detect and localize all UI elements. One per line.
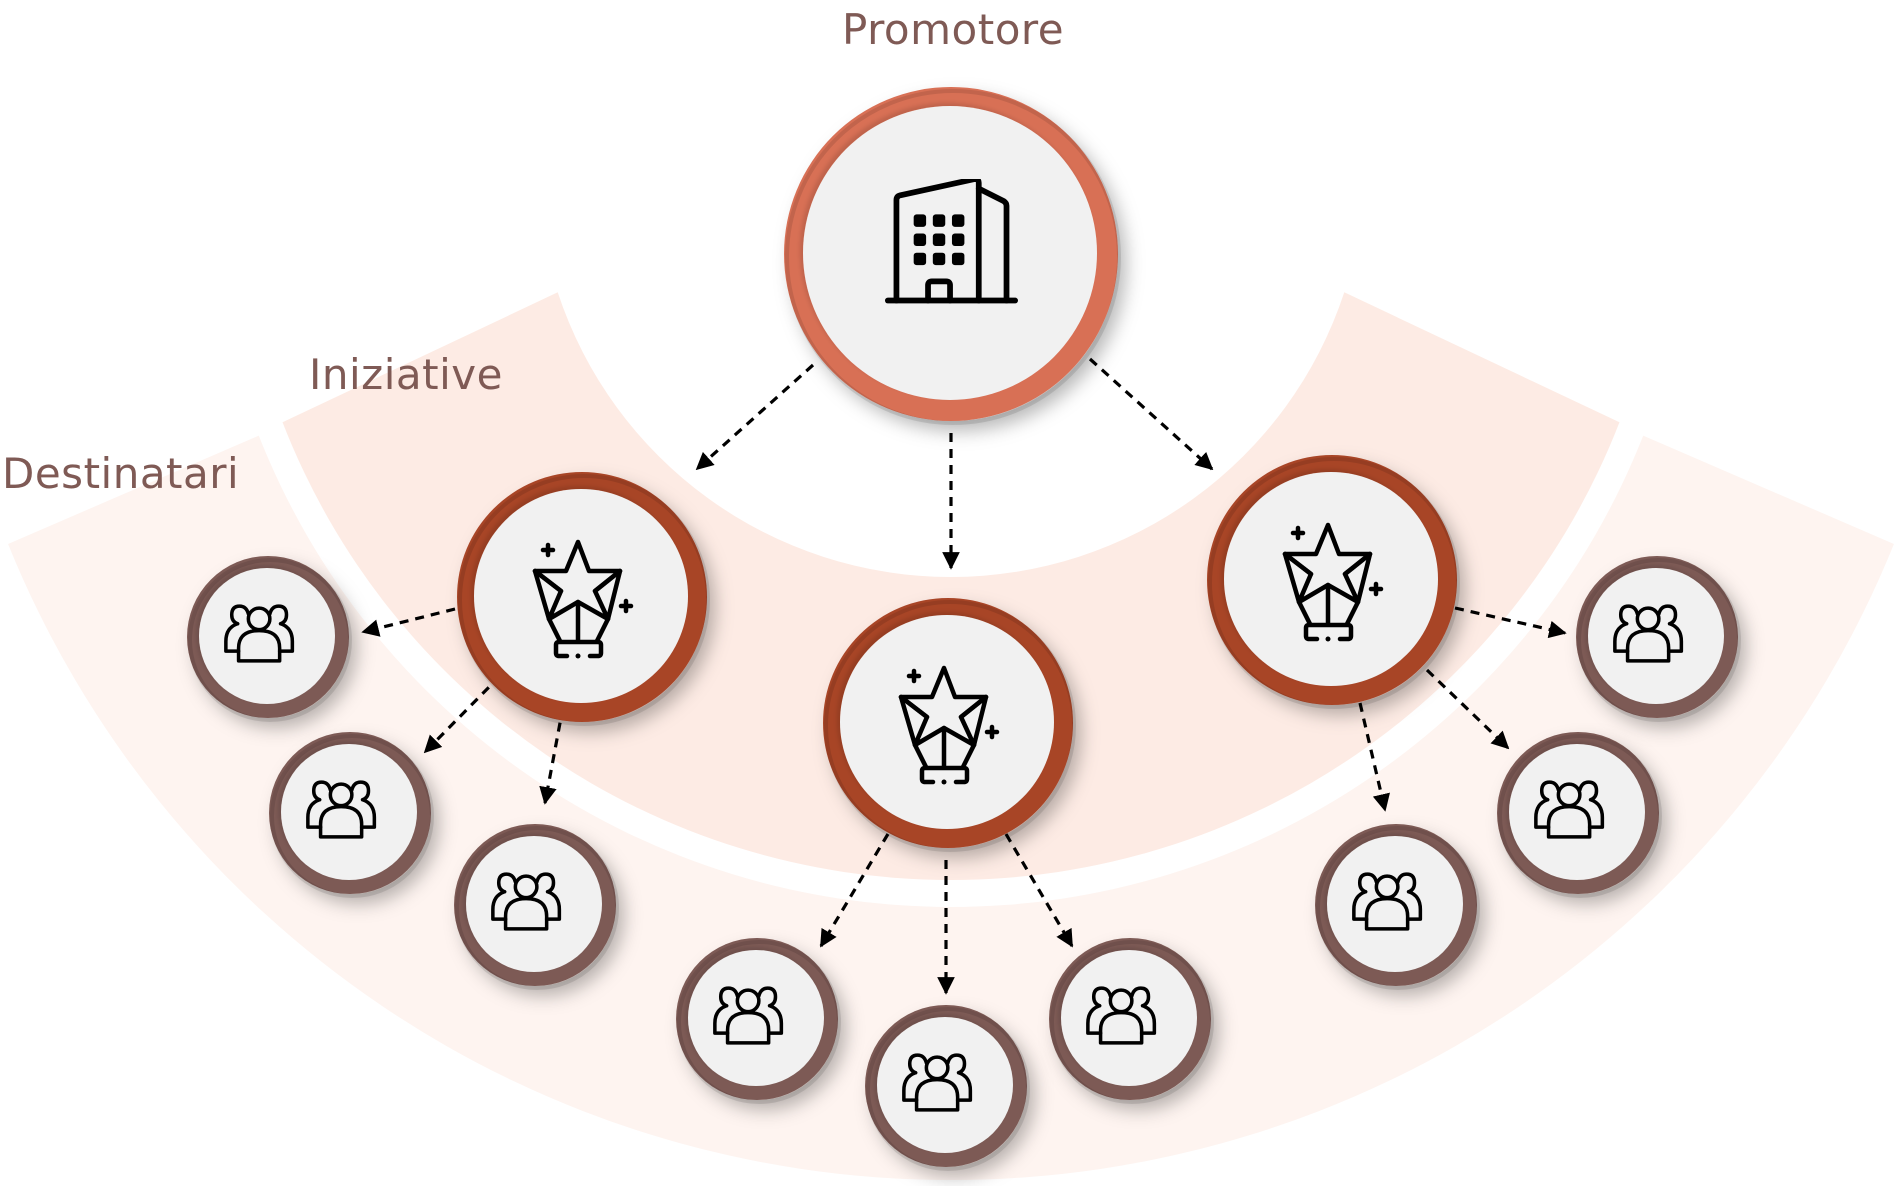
promoter-node[interactable] — [784, 87, 1121, 425]
recipient-center-2-ring-shade — [866, 1007, 1030, 1171]
recipient-left-2-ring-shade — [270, 734, 434, 898]
recipient-left-1-ring-shade — [188, 558, 352, 722]
initiative-left-ring-shade — [458, 474, 710, 726]
recipient-center-3-node[interactable] — [1049, 938, 1214, 1104]
initiatives-band — [282, 292, 1620, 881]
arrow-initiative-right-to-recipient-right-1 — [1454, 606, 1567, 639]
recipient-center-2-face — [877, 1017, 1013, 1153]
arrow-initiative-left-to-recipient-left-3 — [539, 706, 565, 805]
edges-layer — [361, 357, 1567, 995]
arrow-initiative-center-to-recipient-center-1 — [819, 833, 890, 948]
arrow-initiative-right-to-recipient-right-3 — [1358, 702, 1390, 812]
recipient-right-1-face — [1588, 568, 1724, 704]
initiatives-label: Iniziative — [309, 350, 503, 399]
recipient-right-2-face — [1509, 744, 1645, 880]
recipients-label: Destinatari — [2, 449, 240, 498]
nodes-layer — [187, 87, 1741, 1171]
initiative-center-ring-shade — [824, 600, 1076, 852]
recipient-right-3-ring-shade — [1316, 826, 1480, 990]
recipient-center-1-node[interactable] — [676, 938, 841, 1104]
recipient-left-1-face — [199, 568, 335, 704]
recipient-left-1-node[interactable] — [187, 556, 352, 722]
recipient-right-1-node[interactable] — [1576, 556, 1741, 722]
recipient-right-3-node[interactable] — [1315, 824, 1480, 990]
initiative-right-node[interactable] — [1207, 455, 1460, 709]
recipient-left-3-face — [466, 836, 602, 972]
initiative-center-node[interactable] — [823, 598, 1076, 852]
recipient-left-2-node[interactable] — [269, 732, 434, 898]
recipient-center-2-node[interactable] — [865, 1005, 1030, 1171]
arrow-initiative-left-to-recipient-left-2 — [423, 674, 502, 754]
recipient-center-1-face — [688, 950, 824, 1086]
recipient-center-3-face — [1061, 950, 1197, 1086]
arrow-initiative-center-to-recipient-center-3 — [1004, 833, 1074, 948]
initiative-center-face — [840, 615, 1054, 829]
recipient-left-3-node[interactable] — [454, 824, 619, 990]
initiative-left-face — [474, 489, 688, 703]
initiative-right-face — [1224, 472, 1438, 686]
recipient-right-1-ring-shade — [1577, 558, 1741, 722]
recipient-right-2-ring-shade — [1498, 734, 1662, 898]
arrow-initiative-right-to-recipient-right-2 — [1425, 668, 1510, 750]
initiative-left-node[interactable] — [457, 472, 710, 726]
recipient-center-1-ring-shade — [677, 940, 841, 1104]
recipient-left-2-face — [281, 744, 417, 880]
promoter-ring-shade — [785, 89, 1121, 425]
promoter-face — [803, 106, 1097, 400]
recipient-right-2-node[interactable] — [1497, 732, 1662, 898]
arrow-promoter-to-initiative-left — [695, 363, 815, 471]
bands-layer — [8, 292, 1894, 1181]
arrow-promoter-to-initiative-right — [1088, 357, 1214, 471]
recipients-band — [8, 435, 1894, 1181]
recipient-center-3-ring-shade — [1050, 940, 1214, 1104]
recipient-right-3-face — [1327, 836, 1463, 972]
initiative-right-ring-shade — [1208, 457, 1460, 709]
promoter-label: Promotore — [842, 5, 1065, 54]
recipient-left-3-ring-shade — [455, 826, 619, 990]
